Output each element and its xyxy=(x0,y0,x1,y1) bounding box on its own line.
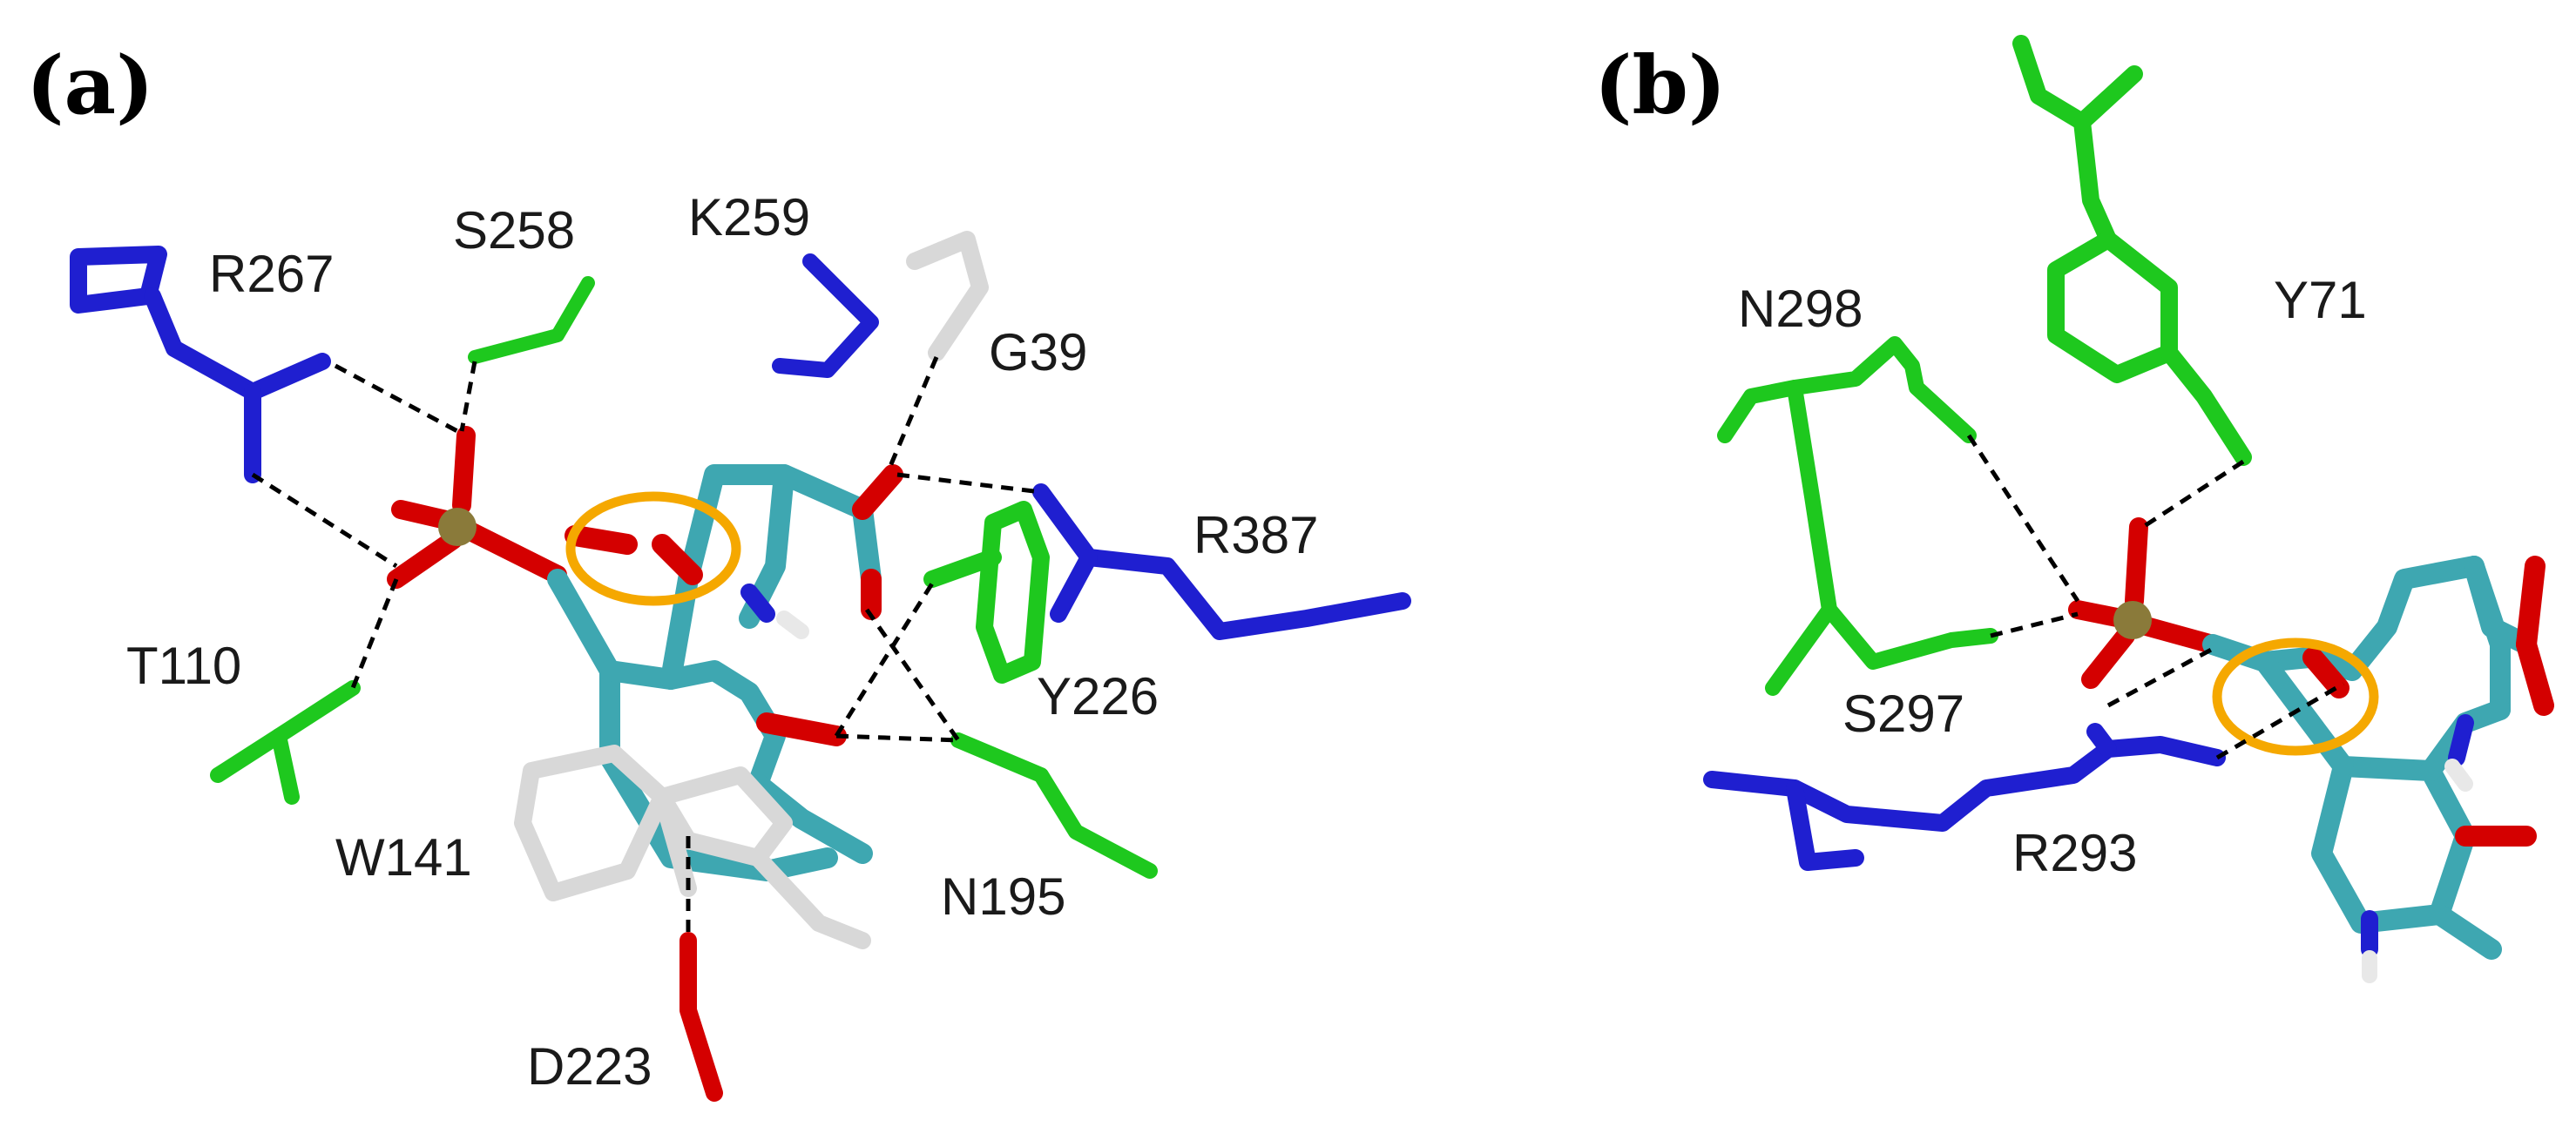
residue-k259-stick xyxy=(772,253,879,378)
phosphate-group-b xyxy=(2068,517,2222,689)
residue-y71-stick xyxy=(2012,35,2252,466)
label-g39: G39 xyxy=(989,323,1087,381)
label-t110: T110 xyxy=(126,637,241,695)
residue-n195-stick xyxy=(950,732,1158,879)
residue-w141-stick xyxy=(514,745,871,949)
label-w141: W141 xyxy=(335,828,472,887)
hbonds-a xyxy=(251,356,1042,941)
hbonds-b xyxy=(1966,434,2345,760)
label-s258: S258 xyxy=(453,201,575,260)
label-y226: Y226 xyxy=(1037,667,1159,725)
label-n298: N298 xyxy=(1738,280,1863,338)
label-y71: Y71 xyxy=(2274,271,2367,329)
label-k259: K259 xyxy=(688,188,810,246)
label-n195: N195 xyxy=(941,867,1065,926)
panel-a: (a) xyxy=(26,38,1411,1102)
label-d223: D223 xyxy=(527,1037,652,1096)
label-s297: S297 xyxy=(1842,685,1964,743)
residue-g39-stick xyxy=(906,231,989,361)
panel-a-label: (a) xyxy=(26,38,154,132)
label-r293: R293 xyxy=(2012,824,2137,882)
highlight-ring-b xyxy=(2212,638,2379,756)
residue-r387-stick xyxy=(1032,483,1411,640)
residue-r267-stick xyxy=(70,246,331,483)
phosphate-group-a xyxy=(387,426,567,589)
residue-r293-stick xyxy=(1703,723,2226,871)
panel-b-label: (b) xyxy=(1594,38,1726,132)
highlight-ring-a xyxy=(565,491,741,606)
ligand-a xyxy=(547,464,903,881)
residue-s258-stick xyxy=(468,276,595,364)
residue-d223-stick xyxy=(679,932,723,1102)
label-r387: R387 xyxy=(1193,506,1318,564)
residue-y226-stick xyxy=(923,501,1050,684)
residue-n298-s297-stick xyxy=(1717,336,1998,696)
label-r267: R267 xyxy=(209,245,334,303)
ligand-b xyxy=(2202,556,2554,983)
panel-b: (b) xyxy=(1594,35,2554,983)
residue-t110-stick xyxy=(210,680,361,805)
